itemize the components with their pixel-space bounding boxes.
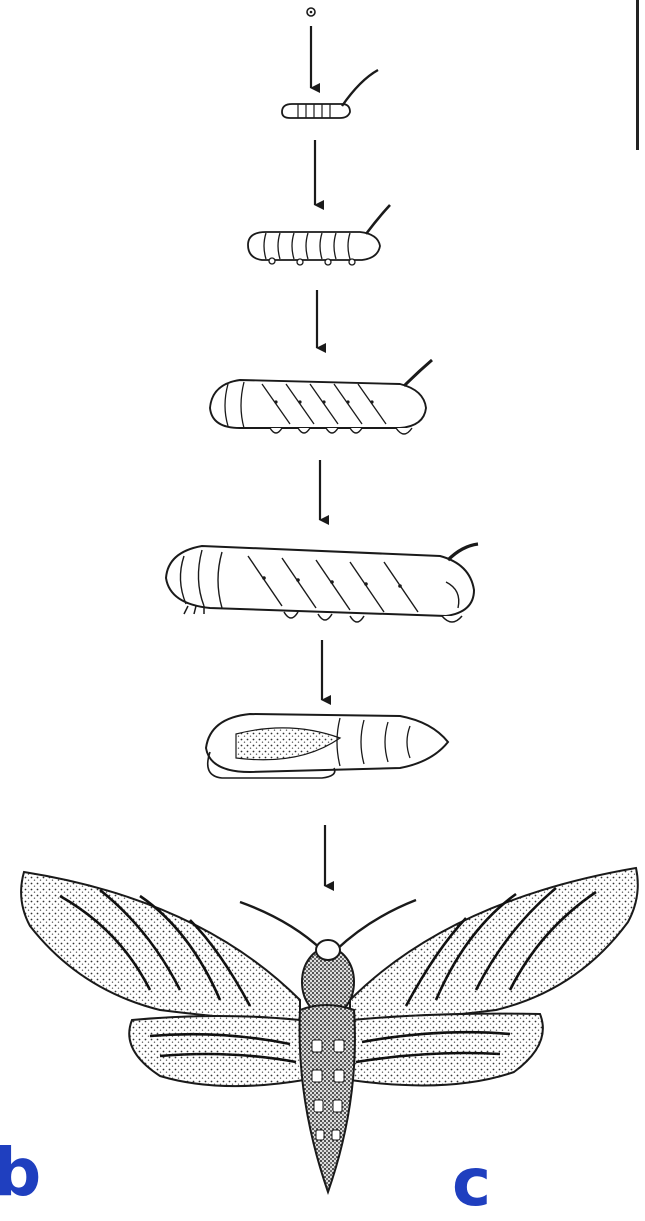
life-cycle-drawing [0,0,645,1196]
adult-moth [21,868,638,1192]
egg [307,8,315,16]
larva-instar-1 [282,70,378,118]
panel-label-b: b [0,1140,41,1206]
page-edge-line [636,0,639,150]
larva-instar-2 [248,205,390,265]
life-cycle-diagram [0,0,645,1196]
panel-label-c: c [452,1150,491,1216]
larva-instar-4 [166,544,478,622]
pupa [206,714,448,778]
larva-instar-3 [210,360,432,434]
